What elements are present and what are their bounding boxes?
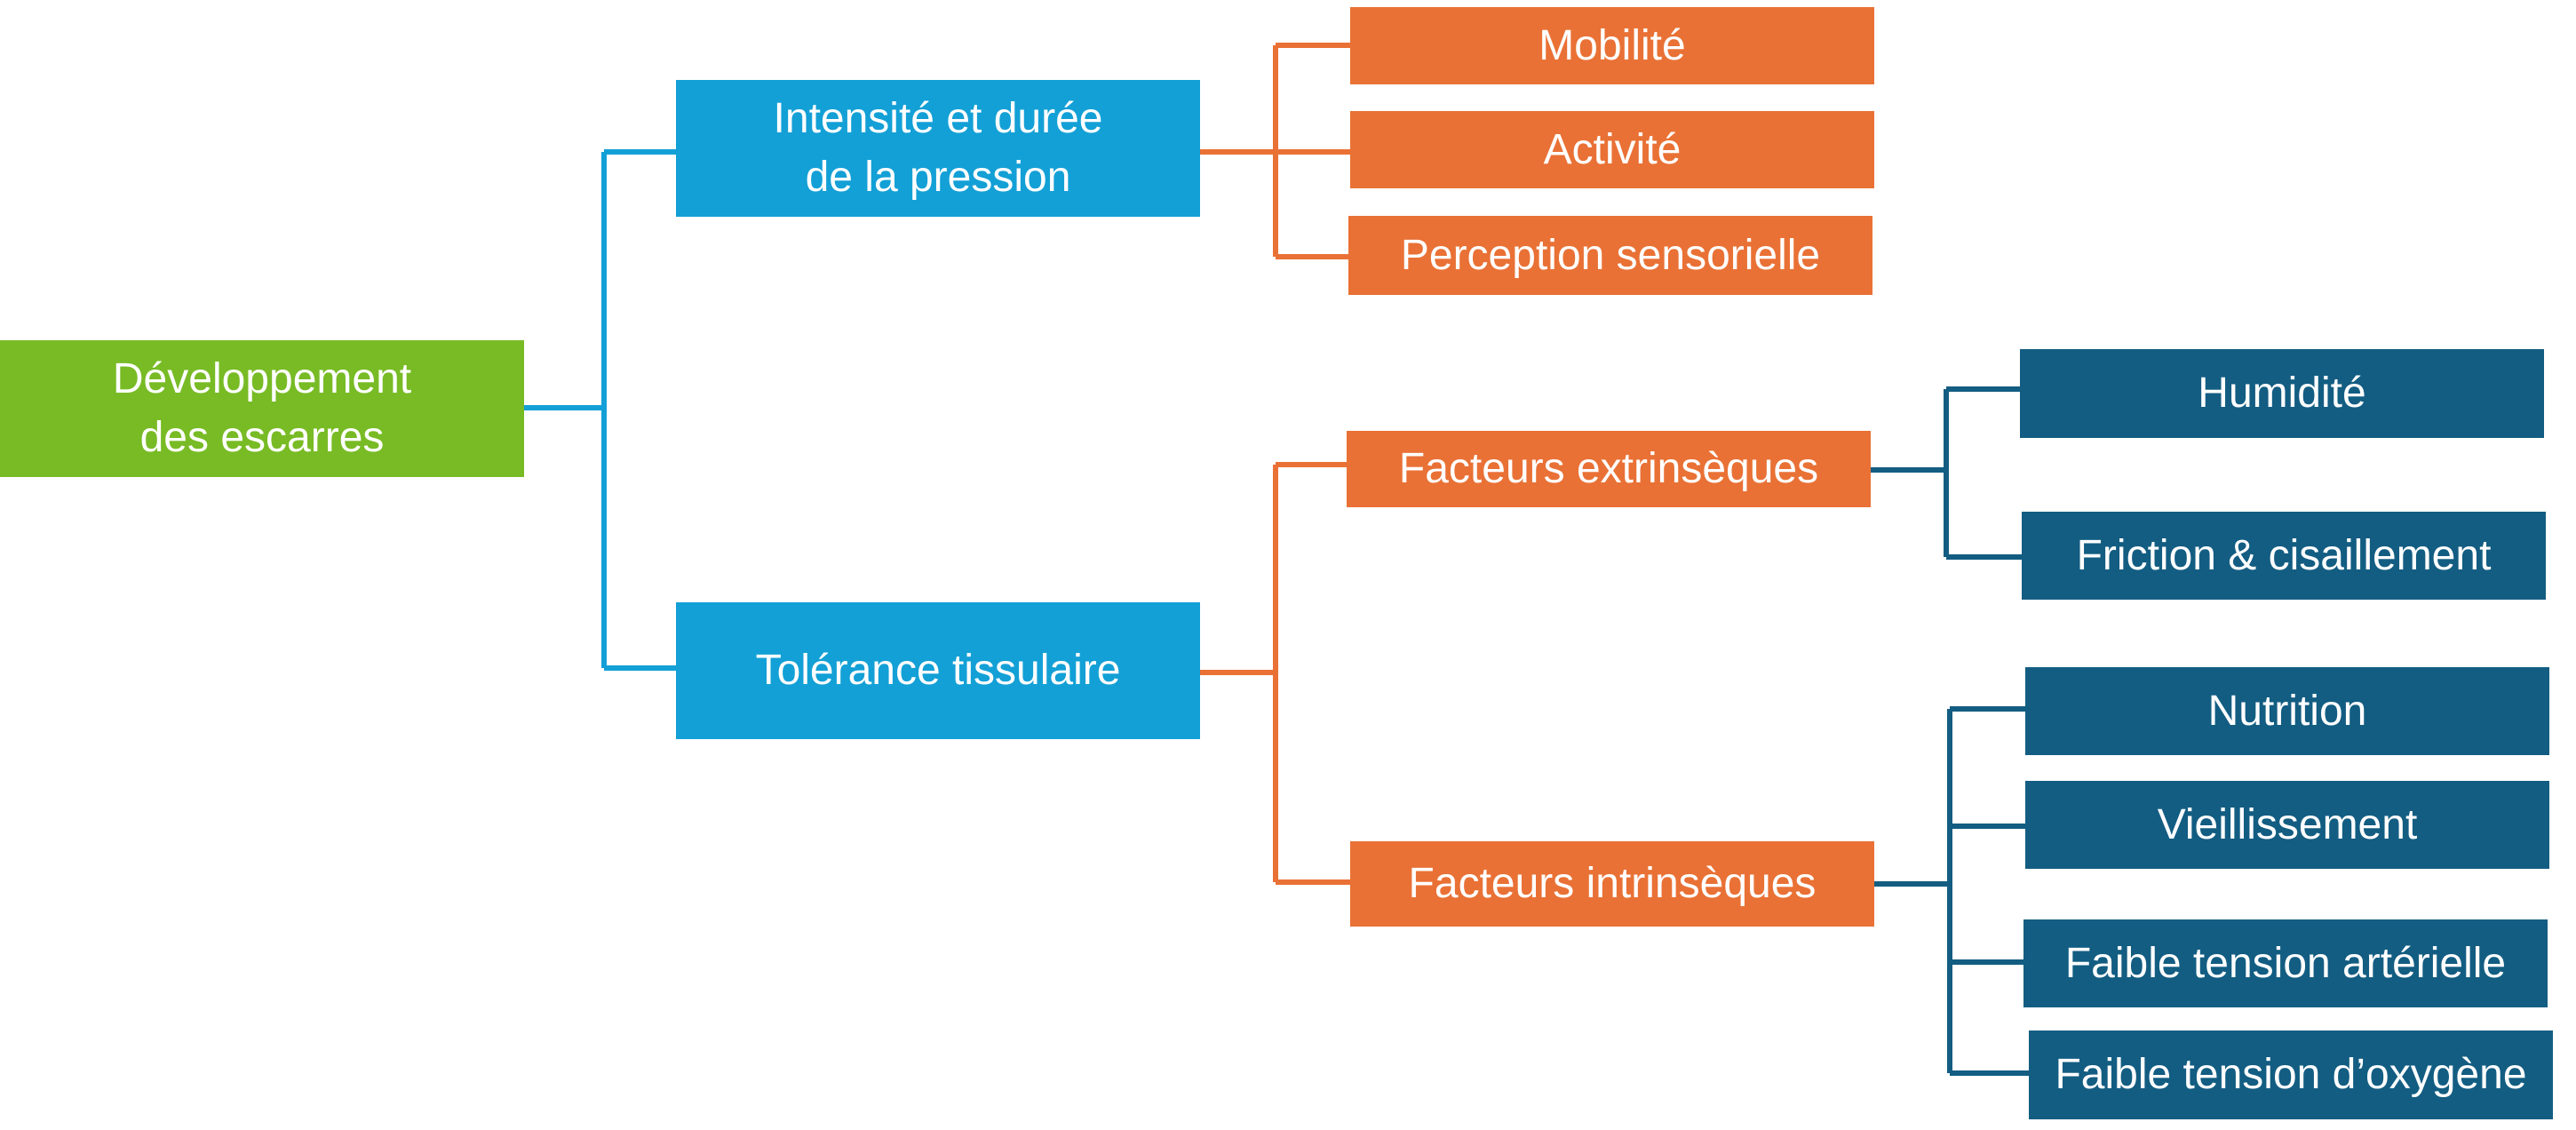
node-friction-cisaillement: Friction & cisaillement [2022,512,2546,600]
node-nutrition: Nutrition [2025,667,2549,755]
node-mobilite: Mobilité [1350,7,1874,84]
node-tolerance-tissulaire: Tolérance tissulaire [676,602,1200,739]
connector-extrinsic-children [1871,386,2022,560]
connector-tissue-children [1200,462,1350,885]
node-developpement-escarres: Développement des escarres [0,340,524,477]
connector-pressure-children [1200,43,1350,259]
node-activite: Activité [1350,111,1874,188]
node-facteurs-intrinseques: Facteurs intrinsèques [1350,841,1874,927]
connector-root-children [524,149,676,671]
node-humidite: Humidité [2020,349,2544,438]
node-faible-tension-oxygene: Faible tension d’oxygène [2029,1031,2553,1119]
node-perception-sensorielle: Perception sensorielle [1348,216,1872,295]
node-faible-tension-arterielle: Faible tension artérielle [2023,919,2548,1007]
connector-intrinsic-children [1874,706,2029,1076]
node-facteurs-extrinseques: Facteurs extrinsèques [1347,431,1871,507]
node-vieillissement: Vieillissement [2025,781,2549,869]
node-intensite-duree-pression: Intensité et durée de la pression [676,80,1200,217]
